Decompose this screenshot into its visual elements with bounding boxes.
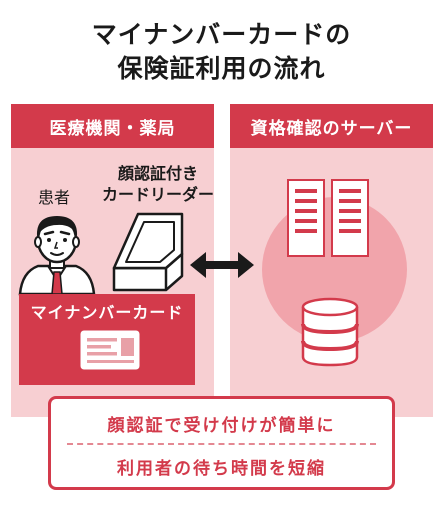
card-reader-label-line-1: 顔認証付き xyxy=(117,164,198,183)
page-title: マイナンバーカードの 保険証利用の流れ xyxy=(0,18,443,86)
database-icon xyxy=(301,297,359,367)
card-reader-label-line-2: カードリーダー xyxy=(101,185,214,204)
server-heading: 資格確認のサーバー xyxy=(230,104,433,148)
benefits-box: 顔認証で受け付けが簡単に 利用者の待ち時間を短縮 xyxy=(48,396,395,490)
patient-icon xyxy=(18,216,96,296)
my-number-card-panel: マイナンバーカード xyxy=(19,294,195,385)
patient-label: 患者 xyxy=(38,188,71,207)
title-line-2: 保険証利用の流れ xyxy=(117,54,326,83)
title-line-1: マイナンバーカードの xyxy=(91,20,352,49)
card-reader-icon xyxy=(112,212,184,292)
benefit-divider xyxy=(67,443,376,445)
my-number-card-label: マイナンバーカード xyxy=(30,303,184,322)
id-card-icon xyxy=(80,330,140,370)
card-reader-label: 顔認証付き カードリーダー xyxy=(93,163,223,205)
bidirectional-arrow-icon xyxy=(190,252,254,278)
medical-institution-heading: 医療機関・薬局 xyxy=(11,104,214,148)
benefit-line-1: 顔認証で受け付けが簡単に xyxy=(107,416,336,436)
server-rack-icon xyxy=(287,179,369,257)
benefit-line-2: 利用者の待ち時間を短縮 xyxy=(117,459,326,479)
